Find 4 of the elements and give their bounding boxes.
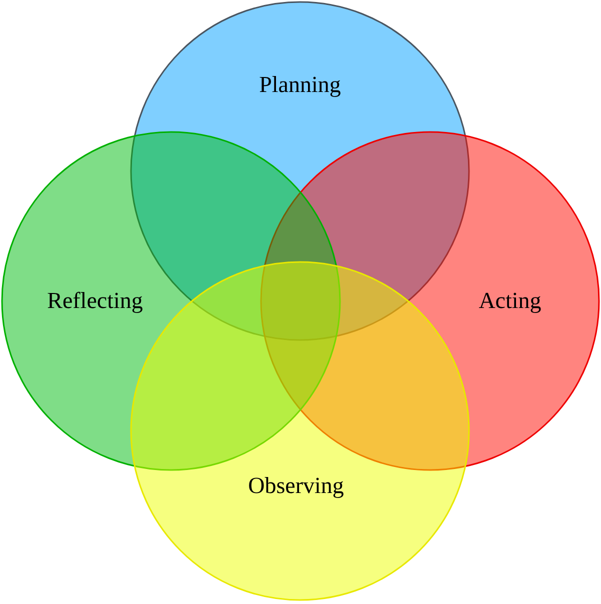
circle-label: Planning [259, 72, 341, 98]
circle-label: Acting [478, 288, 542, 314]
circle-label: Reflecting [47, 288, 143, 314]
circle-label: Observing [248, 473, 344, 499]
